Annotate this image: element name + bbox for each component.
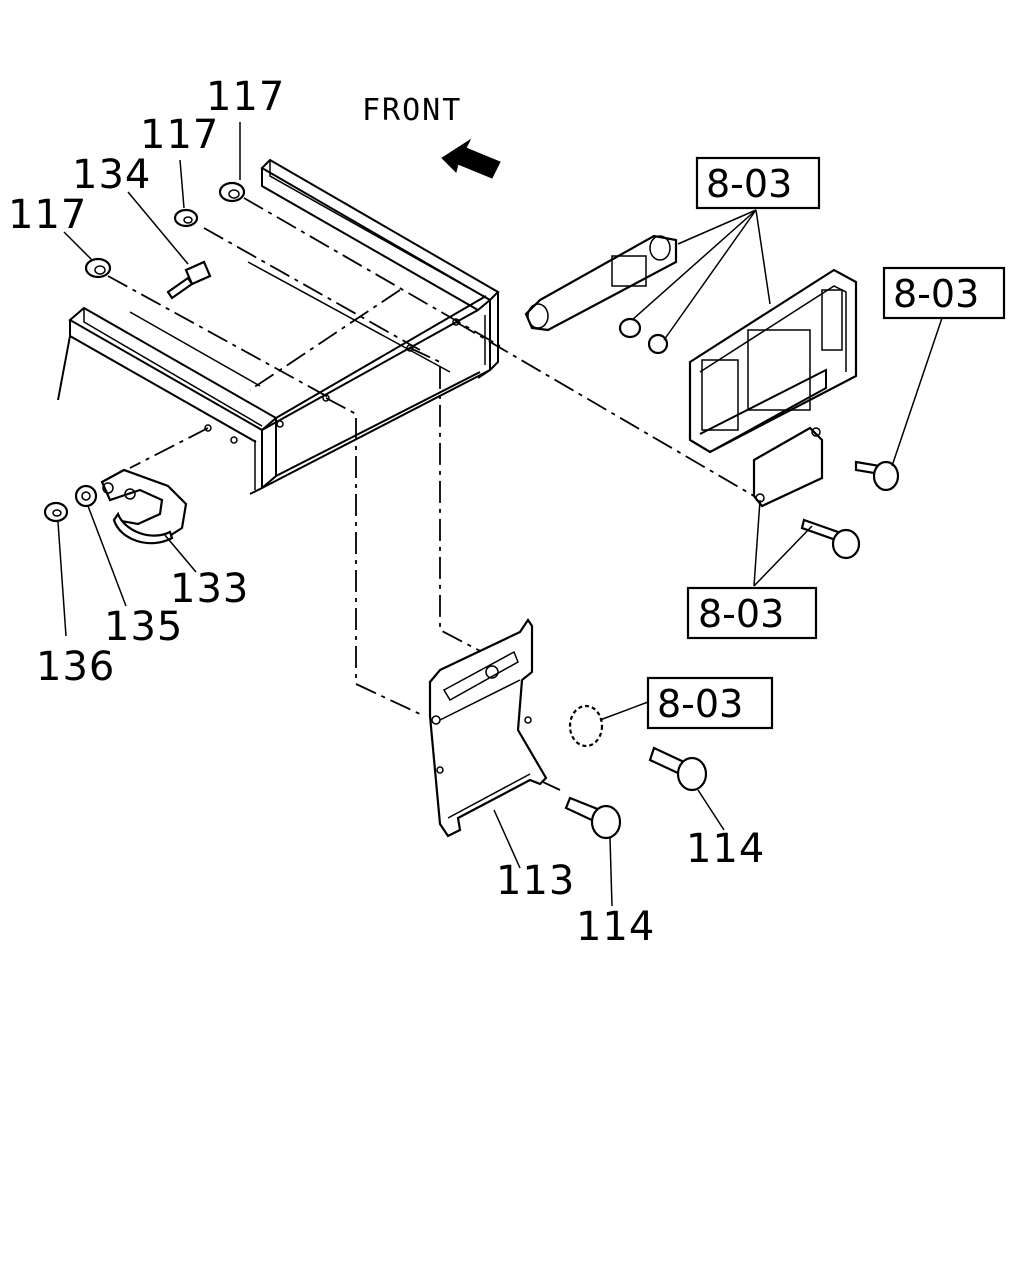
tow-hook-133 [100,468,188,545]
reference-label: 8-03 [706,162,792,206]
nut-117-top [218,181,246,203]
bolt-134 [166,260,212,300]
reference-box-grommet: 8-03 [646,676,774,730]
cross-member [129,261,491,489]
callout-117-top: 117 [206,74,285,120]
plate-bracket [752,426,824,508]
plate-mounting-bracket-113 [428,618,548,838]
reference-box-plate-bolt: 8-03 [882,266,1006,320]
plate-bolt-lower [800,518,861,560]
reference-label: 8-03 [698,592,784,636]
frame-rail-lower [57,306,278,495]
callout-113: 113 [496,858,575,904]
front-direction-arrow-icon [441,138,501,179]
callout-135: 135 [104,604,183,650]
nut-117-middle [173,208,199,228]
plate-bolt-upper [854,460,900,492]
nut-136 [43,501,69,523]
callout-134: 134 [72,152,151,198]
callout-117-middle: 117 [140,112,219,158]
reference-label: 8-03 [657,682,743,726]
lamp-bracket [524,234,678,332]
callout-114-lower: 114 [576,904,655,950]
grommet [568,704,604,748]
rear-combination-lamp [688,268,858,454]
lamp-washer [647,333,669,355]
frame-rail-upper [260,158,500,379]
reference-label: 8-03 [893,272,979,316]
callout-136: 136 [36,644,115,690]
lamp-nut [618,317,642,339]
front-label: FRONT [362,93,462,128]
reference-box-plate: 8-03 [686,586,818,640]
bolt-114-upper [648,746,708,792]
callout-133: 133 [170,566,249,612]
bolt-114-lower [564,796,622,840]
nut-117-left [84,257,112,279]
leader-lines [57,122,943,907]
washer-135 [74,484,98,508]
reference-box-lamp: 8-03 [695,156,821,210]
callout-117-left: 117 [8,192,87,238]
callout-114-upper: 114 [686,826,765,872]
